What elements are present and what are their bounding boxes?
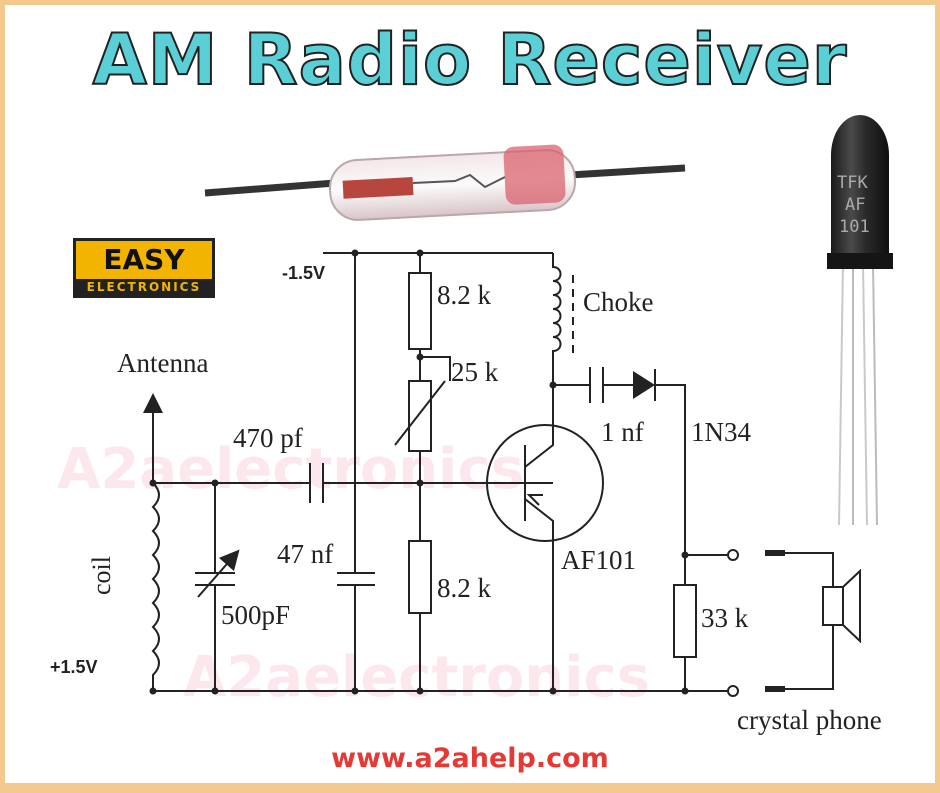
capacitor-47nf-label: 47 nf [277,539,334,569]
tube-marking-line-3: 101 [839,217,870,237]
logo-bottom-text: ELECTRONICS [86,280,202,294]
resistor-top-label: 8.2 k [437,280,491,310]
transistor-label: AF101 [561,545,637,575]
resistor-load-label: 33 k [701,603,749,633]
circuit-diagram [143,115,893,697]
supply-negative-label: -1.5V [282,263,326,283]
glass-diode-photo [204,144,686,221]
watermark-lower: A2aelectronics [183,645,650,710]
diode-label: 1N34 [691,417,751,447]
choke-label: Choke [583,287,654,317]
logo-top-text: EASY [76,241,212,279]
tube-marking-line-2: AF [845,195,866,215]
antenna-label: Antenna [117,348,209,378]
easy-electronics-logo: EASY ELECTRONICS [73,238,215,298]
variable-capacitor-label: 500pF [221,600,291,630]
page: AM Radio Receiver A2aelectronics A2aelec… [5,5,935,783]
page-title: AM Radio Receiver [92,18,848,102]
supply-positive-label: +1.5V [50,657,98,677]
af101-transistor-photo [827,115,893,526]
watermark-upper: A2aelectronics [57,437,524,502]
tube-marking-line-1: TFK [837,173,868,193]
capacitor-470pf-label: 470 pf [233,423,303,453]
coil-label: coil [87,556,116,595]
capacitor-1nf-label: 1 nf [601,417,644,447]
resistor-bottom-label: 8.2 k [437,573,491,603]
potentiometer-label: 25 k [451,357,499,387]
website-url[interactable]: www.a2ahelp.com [331,743,609,774]
crystal-phone-label: crystal phone [737,705,882,735]
